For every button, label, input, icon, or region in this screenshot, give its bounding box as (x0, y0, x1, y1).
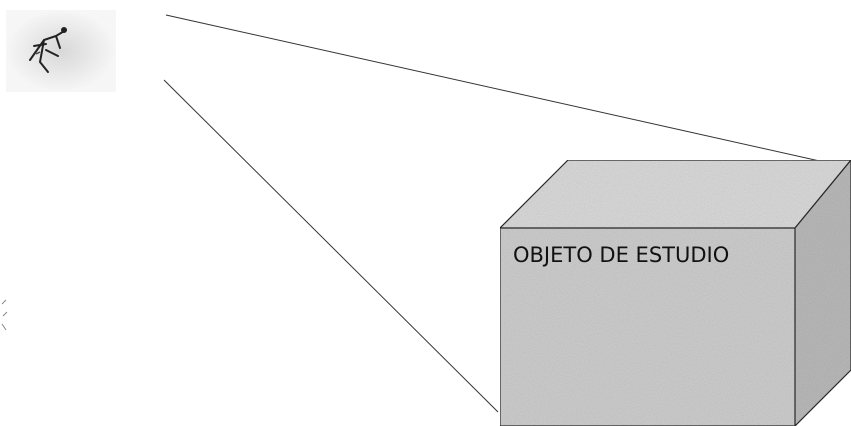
sight-line-top (166, 15, 824, 162)
object-label: OBJETO DE ESTUDIO (513, 243, 729, 267)
box-top-face (500, 160, 851, 228)
sight-line-bottom (164, 80, 498, 412)
edge-marks (2, 300, 7, 330)
object-of-study-box: OBJETO DE ESTUDIO (500, 160, 851, 426)
observer-sketch-icon (6, 10, 116, 92)
